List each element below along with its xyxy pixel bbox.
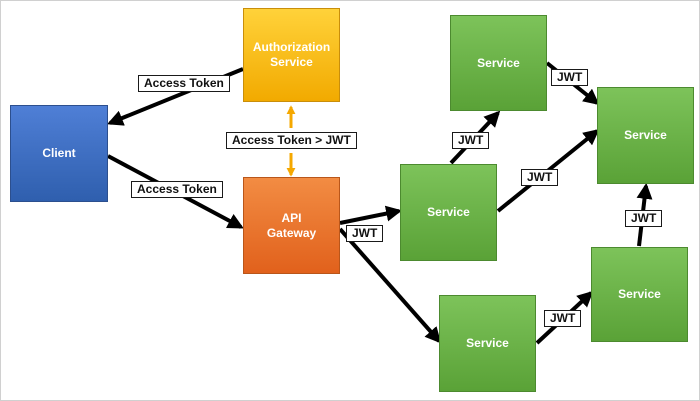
- service-node-mid-label: Service: [427, 205, 470, 219]
- service-node-right: Service: [591, 247, 688, 342]
- label-jwt-gateway: JWT: [346, 225, 384, 242]
- arrow-gateway-to-service-bottom: [338, 227, 442, 344]
- label-access-token-bottom: Access Token: [131, 181, 223, 198]
- service-node-top-right-label: Service: [624, 128, 667, 142]
- api-gateway-node-label: API Gateway: [266, 210, 317, 240]
- authorization-service-node: Authorization Service: [243, 8, 340, 102]
- service-node-mid: Service: [400, 164, 497, 261]
- api-gateway-node: API Gateway: [243, 177, 340, 274]
- label-access-token-to-jwt: Access Token > JWT: [226, 132, 357, 149]
- service-node-right-label: Service: [618, 287, 661, 301]
- arrow-gateway-to-service-mid: [339, 205, 403, 225]
- service-node-bottom: Service: [439, 295, 536, 392]
- service-node-bottom-label: Service: [466, 336, 509, 350]
- authorization-service-node-label: Authorization Service: [252, 40, 331, 69]
- service-node-top-left: Service: [450, 15, 547, 111]
- client-node-label: Client: [42, 146, 76, 160]
- label-jwt-top-link: JWT: [551, 69, 589, 86]
- service-node-top-right: Service: [597, 87, 694, 184]
- label-jwt-bottom: JWT: [544, 310, 582, 327]
- label-jwt-right-up: JWT: [625, 210, 663, 227]
- label-access-token-top: Access Token: [138, 75, 230, 92]
- label-jwt-mid-up: JWT: [452, 132, 490, 149]
- service-node-top-left-label: Service: [477, 55, 520, 70]
- label-jwt-mid-right: JWT: [521, 169, 559, 186]
- client-node: Client: [10, 105, 108, 202]
